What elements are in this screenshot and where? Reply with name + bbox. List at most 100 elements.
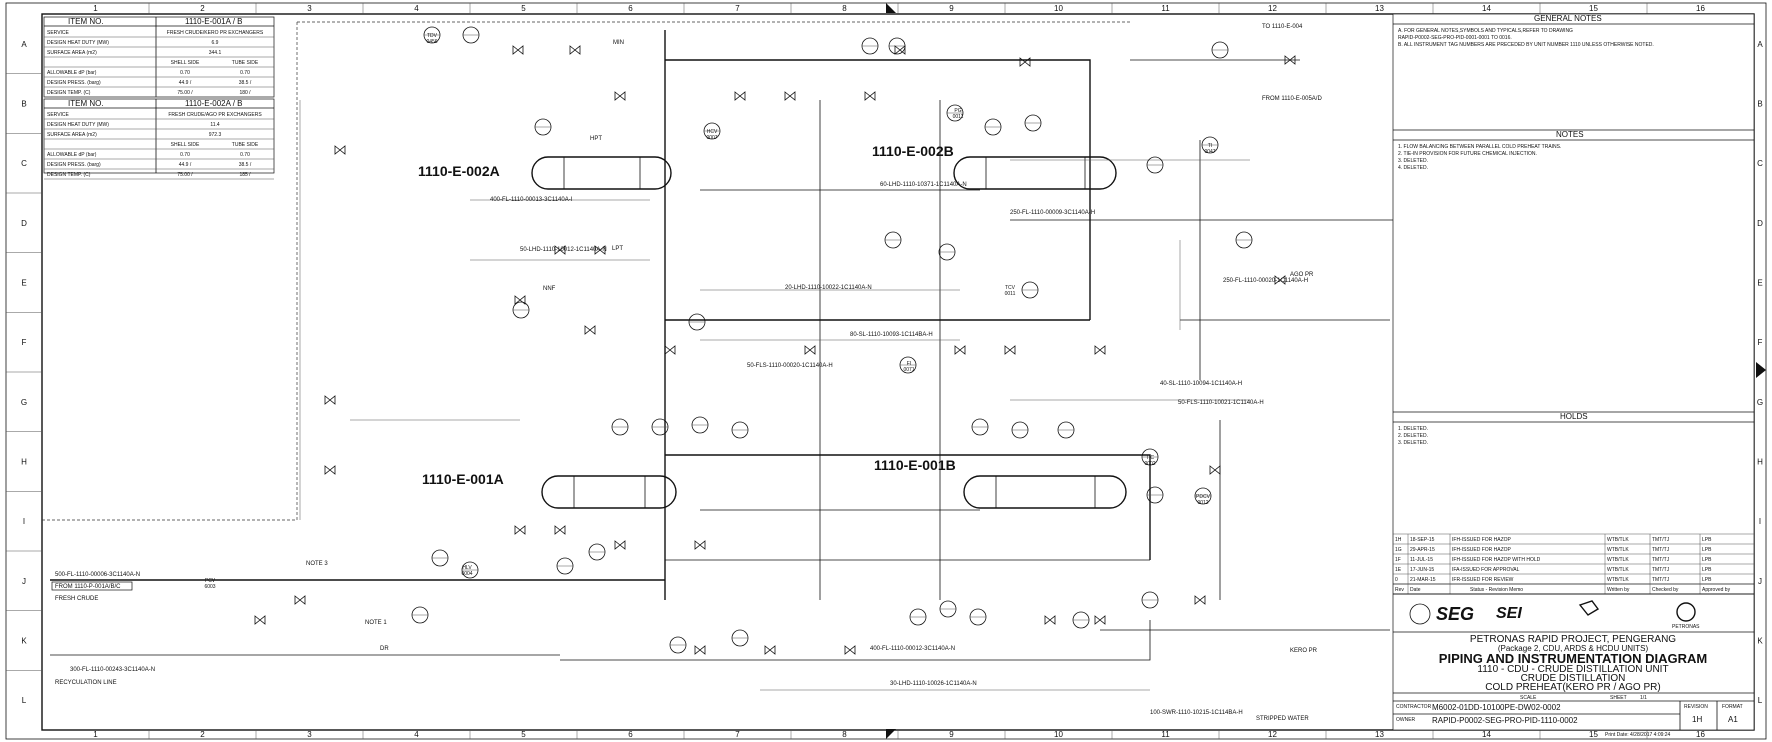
grid-col-bottom-14: 14 <box>1482 730 1491 739</box>
callout-recirc: RECYCULATION LINE <box>55 680 117 686</box>
rev-cell-4-4: WTB/TLK <box>1607 577 1629 583</box>
ds2-rows-label-2: SURFACE AREA (m2) <box>47 132 97 138</box>
rev-cell-0-5: TMT/TJ <box>1652 537 1670 543</box>
callout-stripped-water: STRIPPED WATER <box>1256 716 1309 722</box>
grid-column-labels: 1122334455667788991010111112121313141415… <box>93 3 1705 739</box>
sheet-number: 1/1 <box>1640 695 1647 701</box>
valve-symbol <box>1094 345 1106 355</box>
tag-fi-type: FI <box>907 361 911 367</box>
grid-col-15: 15 <box>1589 4 1598 13</box>
grid-row-right-A: A <box>1757 40 1763 49</box>
rev-cell-4-1: 21-MAR-15 <box>1410 577 1436 583</box>
ds2-rows-value-0: FRESH CRUDE/AGO PR EXCHANGERS <box>168 112 262 118</box>
exchanger-e001a <box>541 475 677 509</box>
valve-symbol <box>254 615 266 625</box>
ds1-rows-label-1: DESIGN HEAT DUTY (MW) <box>47 40 109 46</box>
notes-list-item-1: 2. TIE-IN PROVISION FOR FUTURE CHEMICAL … <box>1398 151 1537 157</box>
ds2-rows-label-0: SERVICE <box>47 112 70 118</box>
note-3-flag: NOTE 3 <box>306 561 328 567</box>
right-center-arrow <box>1756 362 1766 378</box>
ds1-rows-shell-6: 75.00 / <box>177 90 193 96</box>
ds2-rows-label-5: DESIGN PRESS. (barg) <box>47 162 101 168</box>
ds2-rows-tube-3: TUBE SIDE <box>232 142 259 148</box>
valve-symbol <box>594 245 606 255</box>
line-label-11: 50-LHD-1110-10012-1C1140A-N <box>520 247 607 253</box>
holds-list-item-1: 2. DELETED. <box>1398 433 1428 439</box>
valve-symbol <box>784 91 796 101</box>
ds2-rows-shell-3: SHELL SIDE <box>171 142 200 148</box>
print-date: Print Date: 4/28/2017 4:09:24 <box>1605 732 1671 738</box>
tag-tic-type: TIC <box>1146 455 1154 461</box>
notes-title: NOTES <box>1556 130 1584 139</box>
grid-row-G: G <box>21 398 27 407</box>
e002b-label: 1110-E-002B <box>872 143 954 159</box>
grid-col-bottom-4: 4 <box>414 730 419 739</box>
tag-ti-num: 0047 <box>1204 149 1215 155</box>
ds1-rows-value-0: FRESH CRUDE/KERO PR EXCHANGERS <box>167 30 264 36</box>
drain-tag: DR <box>380 646 389 652</box>
rev-header-1: Date <box>1410 587 1421 593</box>
valve-symbol <box>1019 57 1031 67</box>
line-label-5: 300-FL-1110-00243-3C1140A-N <box>70 667 155 673</box>
gen-notes-item-2: B. ALL INSTRUMENT TAG NUMBERS ARE PRECED… <box>1398 42 1654 48</box>
grid-col-bottom-13: 13 <box>1375 730 1384 739</box>
gen-notes-item-0: A. FOR GENERAL NOTES,SYMBOLS AND TYPICAL… <box>1398 28 1573 34</box>
tag-fi-num: 0071 <box>903 367 914 373</box>
valve-symbol <box>1274 275 1286 285</box>
ds2-rows-shell-6: 75.00 / <box>177 172 193 178</box>
contractor-doc-no: M6002-01DD-10100PE-DW02-0002 <box>1432 703 1561 712</box>
callout-fresh-crude: FRESH CRUDE <box>55 596 98 602</box>
grid-col-12: 12 <box>1268 4 1277 13</box>
callout-to-e004: TO 1110-E-004 <box>1262 24 1303 30</box>
line-label-15: 30-LHD-1110-10026-1C1140A-N <box>890 681 977 687</box>
valve-symbol <box>954 345 966 355</box>
grid-row-K: K <box>21 637 27 646</box>
grid-col-bottom-10: 10 <box>1054 730 1063 739</box>
ds1-rows-label-6: DESIGN TEMP. (C) <box>47 90 91 96</box>
ds2-rows-label-1: DESIGN HEAT DUTY (MW) <box>47 122 109 128</box>
line-label-10: 60-LHD-1110-10371-1C1140A-N <box>880 182 967 188</box>
grid-col-bottom-15: 15 <box>1589 730 1598 739</box>
grid-col-11: 11 <box>1161 4 1170 13</box>
rev-cell-2-6: LPB <box>1702 557 1712 563</box>
valve-symbol <box>734 91 746 101</box>
grid-row-D: D <box>21 219 27 228</box>
line-label-8: 100-SWR-1110-10215-1C114BA-H <box>1150 710 1243 716</box>
logo-strip: SEG SEI PETRONAS <box>1393 593 1754 630</box>
valve-symbol <box>694 645 706 655</box>
rev-cell-4-6: LPB <box>1702 577 1712 583</box>
general-notes-title: GENERAL NOTES <box>1534 14 1602 23</box>
drawing-subtitle-3: COLD PREHEAT(KERO PR / AGO PR) <box>1485 682 1660 693</box>
top-center-arrow <box>886 3 896 13</box>
owner-doc-no: RAPID-P0002-SEG-PRO-PID-1110-0002 <box>1432 716 1578 725</box>
rev-header-4: Checked by <box>1652 587 1679 593</box>
rev-cell-3-5: TMT/TJ <box>1652 567 1670 573</box>
ds1-rows-value-2: 344.1 <box>209 50 222 56</box>
line-label-12: 20-LHD-1110-10022-1C1140A-N <box>785 285 872 291</box>
process-piping <box>50 30 1400 691</box>
grid-col-bottom-5: 5 <box>521 730 526 739</box>
grid-col-bottom-9: 9 <box>949 730 954 739</box>
callout-kero-pr: KERO PR <box>1290 648 1318 654</box>
ds2-rows-shell-5: 44.9 / <box>179 162 192 168</box>
ds2-item-value: 1110-E-002A / B <box>185 99 243 108</box>
callout-from-pump: FROM 1110-P-001A/B/C <box>55 584 121 590</box>
rev-cell-2-0: 1F <box>1395 557 1401 563</box>
grid-col-4: 4 <box>414 4 419 13</box>
valve-symbol <box>554 245 566 255</box>
grid-col-10: 10 <box>1054 4 1063 13</box>
rev-cell-0-2: IFH-ISSUED FOR HAZOP <box>1452 537 1512 543</box>
ds2-rows-tube-6: 185 / <box>239 172 251 178</box>
grid-row-right-D: D <box>1757 219 1763 228</box>
tag-pdcv-type: PDCV <box>1196 494 1211 500</box>
tag-tcv-type: TCV <box>1005 285 1016 291</box>
e001b-label: 1110-E-001B <box>874 457 956 473</box>
tag-hlv-type: HLV <box>462 565 472 571</box>
ds1-rows-label-0: SERVICE <box>47 30 70 36</box>
ds1-item-label: ITEM NO. <box>68 17 104 26</box>
ds2-rows-value-2: 972.3 <box>209 132 222 138</box>
valve-symbol <box>1284 55 1296 65</box>
